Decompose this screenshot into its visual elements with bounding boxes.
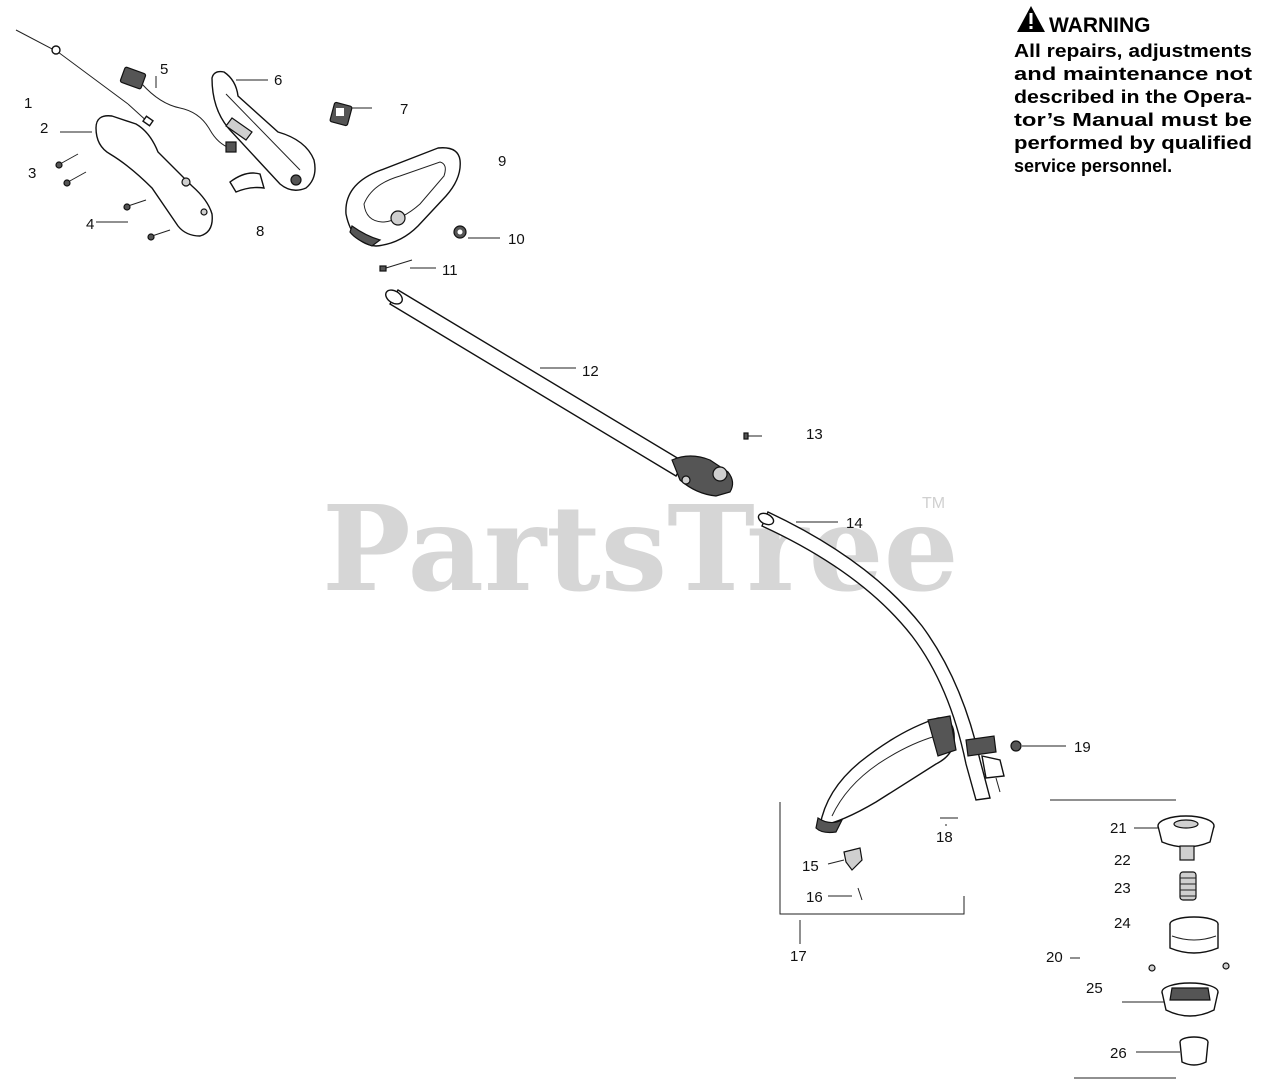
warning-line-2: and maintenance not — [1014, 64, 1252, 84]
part-label-5: 5 — [160, 61, 168, 78]
part-2-handle-half — [95, 115, 213, 237]
part-9-front-handle — [345, 147, 461, 247]
part-21-cap — [1157, 815, 1215, 848]
part-3-screws — [55, 153, 87, 187]
part-label-8: 8 — [256, 223, 264, 240]
part-label-10: 10 — [508, 231, 525, 248]
part-label-23: 23 — [1114, 880, 1131, 897]
part-20-bracket — [1050, 799, 1176, 1079]
part-23-spring — [1179, 871, 1197, 901]
part-label-18: 18 — [936, 829, 953, 846]
warning-line-4: tor’s Manual must be — [1014, 110, 1252, 130]
part-label-2: 2 — [40, 120, 48, 137]
part-label-9: 9 — [498, 153, 506, 170]
part-label-4: 4 — [86, 216, 94, 233]
part-label-1: 1 — [24, 95, 32, 112]
part-label-15: 15 — [802, 858, 819, 875]
part-12-upper-shaft — [385, 289, 734, 497]
part-label-11: 11 — [442, 262, 458, 279]
part-6-trigger-housing — [211, 70, 316, 191]
part-7-switch — [329, 101, 353, 127]
part-label-17: 17 — [790, 948, 807, 965]
part-label-13: 13 — [806, 426, 823, 443]
warning-triangle-icon — [1017, 6, 1045, 32]
part-5-wire-harness — [119, 66, 237, 153]
part-label-19: 19 — [1074, 739, 1091, 756]
part-label-24: 24 — [1114, 915, 1131, 932]
warning-title: WARNING — [1049, 14, 1151, 37]
part-10-knob-bolt — [453, 225, 467, 239]
part-24-spool — [1169, 916, 1219, 954]
part-15-line-cutter — [843, 847, 863, 871]
warning-line-1: All repairs, adjustments — [1014, 41, 1252, 61]
watermark-text: PartsTree — [322, 479, 959, 618]
part-19-nut — [1010, 740, 1022, 752]
part-1-throttle-cable — [15, 29, 154, 127]
part-label-20: 20 — [1046, 949, 1063, 966]
part-label-6: 6 — [274, 72, 282, 89]
part-26-eyelet — [1179, 1036, 1209, 1066]
part-label-21: 21 — [1110, 820, 1127, 837]
warning-line-5: performed by qualified — [1014, 133, 1252, 153]
part-label-12: 12 — [582, 363, 599, 380]
part-8-trigger — [229, 172, 265, 193]
part-label-26: 26 — [1110, 1045, 1127, 1062]
part-13-screw — [743, 432, 762, 440]
part-14-lower-shaft — [757, 511, 1005, 801]
part-label-25: 25 — [1086, 980, 1103, 997]
watermark-trademark: TM — [922, 495, 945, 512]
warning-line-6: service personnel. — [1014, 156, 1172, 176]
warning-block: WARNING All repairs, adjustments and mai… — [1014, 6, 1252, 176]
part-22-bolt — [1179, 845, 1195, 861]
part-17-bracket — [779, 802, 965, 944]
part-shield — [815, 715, 957, 834]
part-label-14: 14 — [846, 515, 863, 532]
part-label-22: 22 — [1114, 852, 1131, 869]
part-16-screw — [857, 887, 863, 901]
part-label-7: 7 — [400, 101, 408, 118]
part-label-3: 3 — [28, 165, 36, 182]
leader-lines — [60, 76, 1180, 1053]
warning-line-3: described in the Opera- — [1014, 87, 1252, 107]
part-4-screws — [123, 199, 171, 241]
part-11-bolt — [379, 259, 413, 272]
part-label-16: 16 — [806, 889, 823, 906]
part-25-housing — [1148, 962, 1230, 1017]
